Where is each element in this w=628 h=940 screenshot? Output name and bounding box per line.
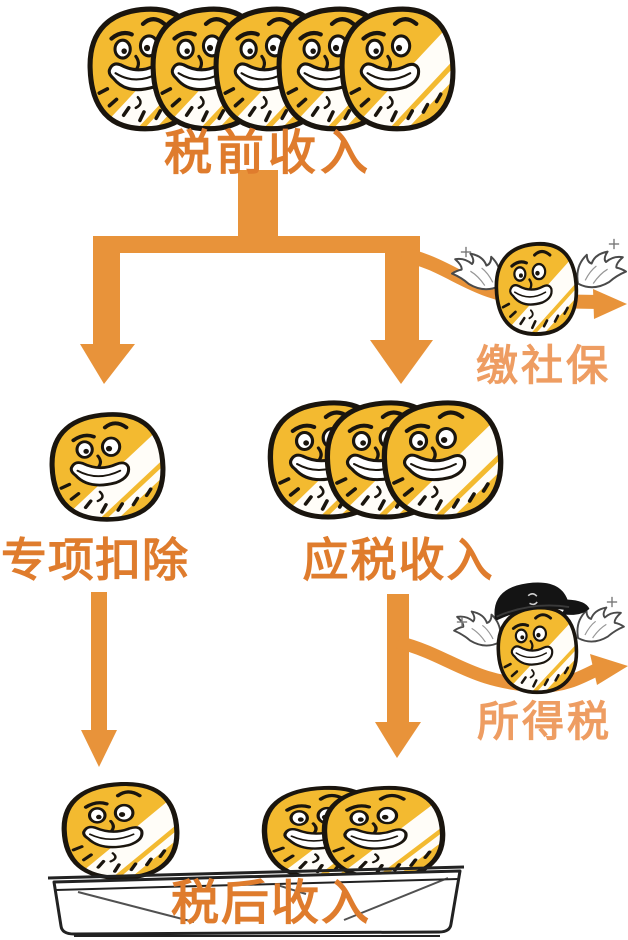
social-security-flying-coin xyxy=(440,232,628,352)
pretax-label: 税前收入 xyxy=(163,125,372,181)
sparkle-icon xyxy=(456,616,468,628)
taxable-label: 应税收入 xyxy=(302,533,495,587)
left-branch-shaft xyxy=(93,236,120,348)
wing-icon xyxy=(576,250,627,289)
taxable-down-shaft xyxy=(387,594,409,726)
coin-icon xyxy=(492,240,580,338)
taxable-down-arrowhead xyxy=(375,722,421,758)
deduction-down-shaft xyxy=(91,592,107,734)
coin-icon xyxy=(46,410,168,524)
sparkle-icon xyxy=(608,238,620,250)
income-tax-arrowhead xyxy=(590,654,628,685)
deduction-label: 专项扣除 xyxy=(1,533,189,587)
coin-icon xyxy=(336,4,458,134)
stem-arrow xyxy=(238,170,278,242)
left-branch-arrowhead xyxy=(80,344,135,384)
income-tax-flying-coin xyxy=(440,572,628,702)
social-security-label: 缴社保 xyxy=(476,341,612,390)
tray xyxy=(47,865,465,937)
income-tax-label: 所得税 xyxy=(477,697,613,746)
right-branch-arrowhead xyxy=(370,340,433,384)
deduction-down-arrowhead xyxy=(81,730,117,767)
aftertax-label: 税后收入 xyxy=(170,875,371,931)
coin-icon xyxy=(378,398,506,522)
split-bar xyxy=(95,236,420,253)
sparkle-icon xyxy=(606,596,618,608)
social-security-arrowhead xyxy=(593,289,627,319)
sparkle-icon xyxy=(460,246,472,258)
